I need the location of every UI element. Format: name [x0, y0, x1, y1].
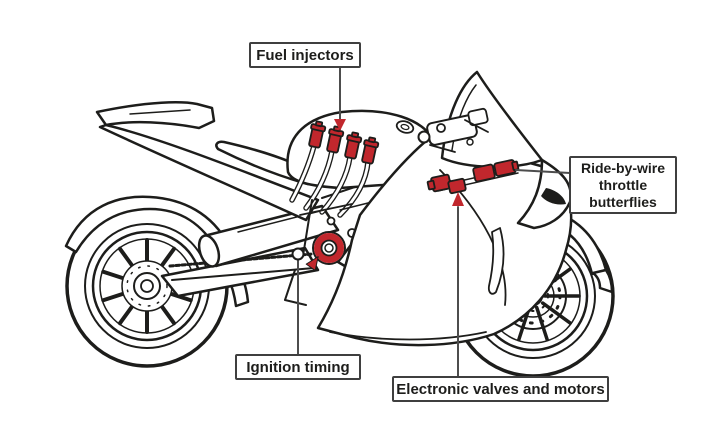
callout-electronic-valves-and-motors: Electronic valves and motors: [392, 376, 609, 402]
callout-ignition-timing: Ignition timing: [235, 354, 361, 380]
ignition-rotor-highlight: [305, 231, 346, 271]
callout-ride-by-wire-throttle-butterflies: Ride-by-wire throttle butterflies: [569, 156, 677, 214]
callout-fuel-injectors: Fuel injectors: [249, 42, 361, 68]
front-nose: [516, 158, 573, 230]
handlebar-cluster: [417, 107, 489, 153]
ignition-arrow-icon: [305, 256, 319, 271]
throttle-butterflies-highlight: [426, 159, 520, 195]
ride-by-wire-leader: [515, 169, 571, 174]
callout-leaders: [291, 66, 571, 378]
fuel-injectors-arrow-icon: [334, 119, 346, 131]
injector-tubes: [289, 143, 371, 218]
fuel-injectors-highlight: [308, 120, 380, 165]
side-fairing: [316, 134, 573, 347]
air-intake: [541, 188, 566, 205]
drive-chain: [168, 252, 315, 281]
electronic-valves-arrow-icon: [452, 192, 464, 206]
ignition-timing-anchor-dot: [291, 247, 305, 261]
